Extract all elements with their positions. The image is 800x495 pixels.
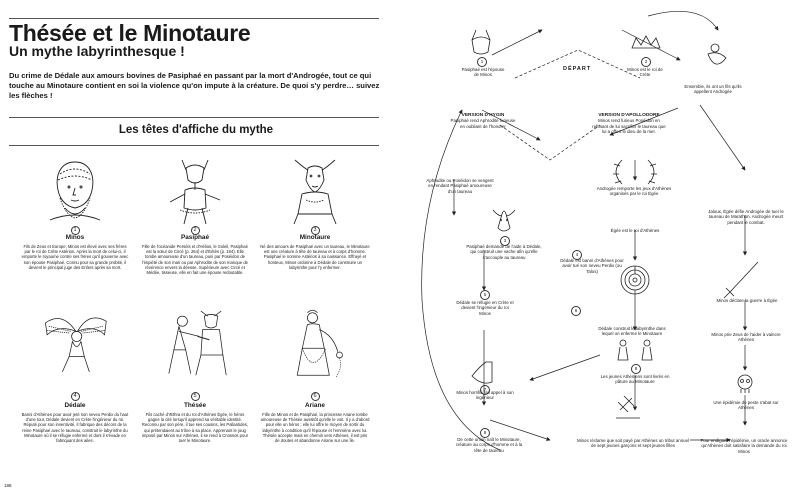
baby-icon bbox=[707, 43, 727, 65]
flow-node: Jaloux, Égée défie Androgée de tuer le t… bbox=[708, 209, 784, 225]
flow-node-label: VERSION D'HYGIN bbox=[461, 113, 505, 118]
flow-node: Dédale construit le labyrinthe dans lequ… bbox=[598, 326, 666, 337]
flow-number: 8 bbox=[631, 364, 641, 374]
crown-icon bbox=[631, 35, 661, 49]
flow-node: Minos déclare la guerre à Égée bbox=[716, 298, 778, 303]
sword-icon bbox=[723, 261, 759, 299]
flow-node: Pasiphaé est l'épouse de Minos bbox=[461, 67, 505, 78]
flow-node: Minos horrifié fait appel à son ingénieu… bbox=[456, 390, 514, 401]
arrow-to-androgee bbox=[647, 11, 719, 31]
pointing-hand-icon bbox=[471, 361, 493, 384]
character-bio: Fille de l'océanide Perséis et d'Hélios,… bbox=[141, 244, 249, 276]
character-name: Dédale bbox=[64, 402, 86, 409]
character-name: Minos bbox=[65, 234, 85, 241]
flow-node-hygin: VERSION D'HYGIN Pasiphaé rend Aphrodite … bbox=[448, 113, 518, 129]
flow-number: 3 bbox=[500, 236, 510, 246]
page-title: Thésée et le Minotaure bbox=[9, 20, 251, 46]
skull-icon bbox=[737, 374, 753, 393]
bull-head-icon bbox=[492, 209, 516, 232]
character-name: Pasiphaé bbox=[180, 234, 210, 241]
section-heading: Les têtes d'affiche du mythe bbox=[118, 124, 274, 136]
top-rule bbox=[9, 18, 379, 19]
flow-node: Pour endiguer l'épidémie, un oracle anno… bbox=[700, 438, 788, 454]
character-name: Ariane bbox=[305, 402, 325, 409]
flow-number: 6 bbox=[571, 306, 581, 316]
flow-number: 7 bbox=[480, 385, 490, 395]
character-number: 3 bbox=[260, 226, 370, 235]
flow-number: 1 bbox=[477, 57, 487, 67]
flow-node: Minos réclame que soit payé par Athènes … bbox=[576, 438, 690, 449]
flow-node: Minos est le roi de Crète bbox=[627, 67, 663, 78]
flow-node-text: Pasiphaé rend Aphrodite furieuse en oubl… bbox=[450, 118, 516, 129]
character-bio: Fille de Minos et de Pasiphaé, la prince… bbox=[260, 412, 370, 444]
character-bio: Fils de Zeus et Europe, Minos est élevé … bbox=[21, 244, 129, 270]
flow-node-label: VERSION D'APOLLODORE bbox=[598, 113, 660, 118]
page-number: 188 bbox=[4, 483, 12, 488]
flow-arrows bbox=[421, 11, 759, 451]
flow-number: 2 bbox=[641, 57, 651, 67]
flow-node: Égée est le roi d'Athènes bbox=[610, 228, 660, 233]
flow-node: Androgée remporte les jeux d'Athènes org… bbox=[596, 186, 672, 197]
section-rule-bottom bbox=[9, 145, 379, 146]
page-subtitle: Un mythe labyrinthesque ! bbox=[9, 43, 185, 59]
flow-node: Dédale se réfugie en Crète et devient l'… bbox=[456, 300, 514, 316]
laurel-wreath-icon bbox=[613, 159, 657, 185]
flow-node: Dédale est banni d'Athènes pour avoir tu… bbox=[560, 258, 624, 274]
flow-node: Pasiphaé demande de l'aide à Dédale, qui… bbox=[466, 244, 542, 260]
depart-dashes bbox=[514, 49, 641, 79]
flow-node: Aphrodite ou Poséidon se vengent en rend… bbox=[426, 178, 494, 194]
athenian-youths-icon bbox=[617, 339, 653, 361]
character-bio: Banni d'Athènes pour avoir jeté son neve… bbox=[21, 412, 129, 444]
flow-node: Minos prie Zeus de l'aider à vaincre Ath… bbox=[711, 332, 781, 343]
flow-node: Une épidémie de peste s'abat sur Athènes bbox=[713, 400, 779, 411]
flow-node-text: Minos rend furieux Poséidon en refusant … bbox=[592, 118, 666, 135]
character-name: Thésée bbox=[183, 402, 207, 409]
character-bio: Fils caché d'Æthra et du roi d'Athènes É… bbox=[141, 412, 249, 444]
flow-node: De cette union naît le Minotaure, créatu… bbox=[455, 437, 523, 453]
daedalus-portrait-icon bbox=[45, 317, 107, 373]
version-dashes bbox=[499, 124, 601, 161]
flow-node: Ensemble, ils ont un fils qu'ils appelle… bbox=[684, 84, 742, 95]
character-number: 5 bbox=[140, 392, 250, 401]
left-page: Thésée et le Minotaure Un mythe labyrint… bbox=[0, 0, 392, 495]
character-number: 1 bbox=[20, 226, 130, 235]
character-number: 6 bbox=[260, 392, 370, 401]
flow-node-apollodore: VERSION D'APOLLODORE Minos rend furieux … bbox=[592, 113, 666, 135]
right-page-flowchart: DÉPART 1 Pasiphaé est l'épouse de Minos … bbox=[400, 0, 800, 495]
gavel-icon bbox=[616, 395, 640, 419]
character-bio: Né des amours de Pasiphaé avec un taurea… bbox=[260, 244, 370, 270]
pasiphae-head-icon bbox=[471, 29, 491, 55]
loop-arrow bbox=[421, 109, 501, 451]
intro-paragraph: Du crime de Dédale aux amours bovines de… bbox=[9, 71, 380, 100]
minos-portrait-icon bbox=[49, 161, 101, 221]
depart-label: DÉPART bbox=[563, 66, 592, 72]
character-name: Minotaure bbox=[299, 234, 331, 241]
flow-number: 5 bbox=[480, 290, 490, 300]
theseus-portrait-icon bbox=[168, 310, 227, 376]
pasiphae-portrait-icon bbox=[169, 159, 221, 225]
flow-node: Les jeunes Athéniens sont livrés en pâtu… bbox=[600, 374, 670, 385]
ariadne-portrait-icon bbox=[296, 309, 343, 378]
section-rule bbox=[9, 117, 379, 118]
character-number: 2 bbox=[140, 226, 250, 235]
minotaur-portrait-icon bbox=[293, 159, 337, 225]
labyrinth-icon bbox=[620, 265, 650, 295]
flow-number: 9 bbox=[480, 428, 490, 438]
character-number: 4 bbox=[20, 392, 130, 401]
flow-number: 4 bbox=[572, 250, 582, 260]
